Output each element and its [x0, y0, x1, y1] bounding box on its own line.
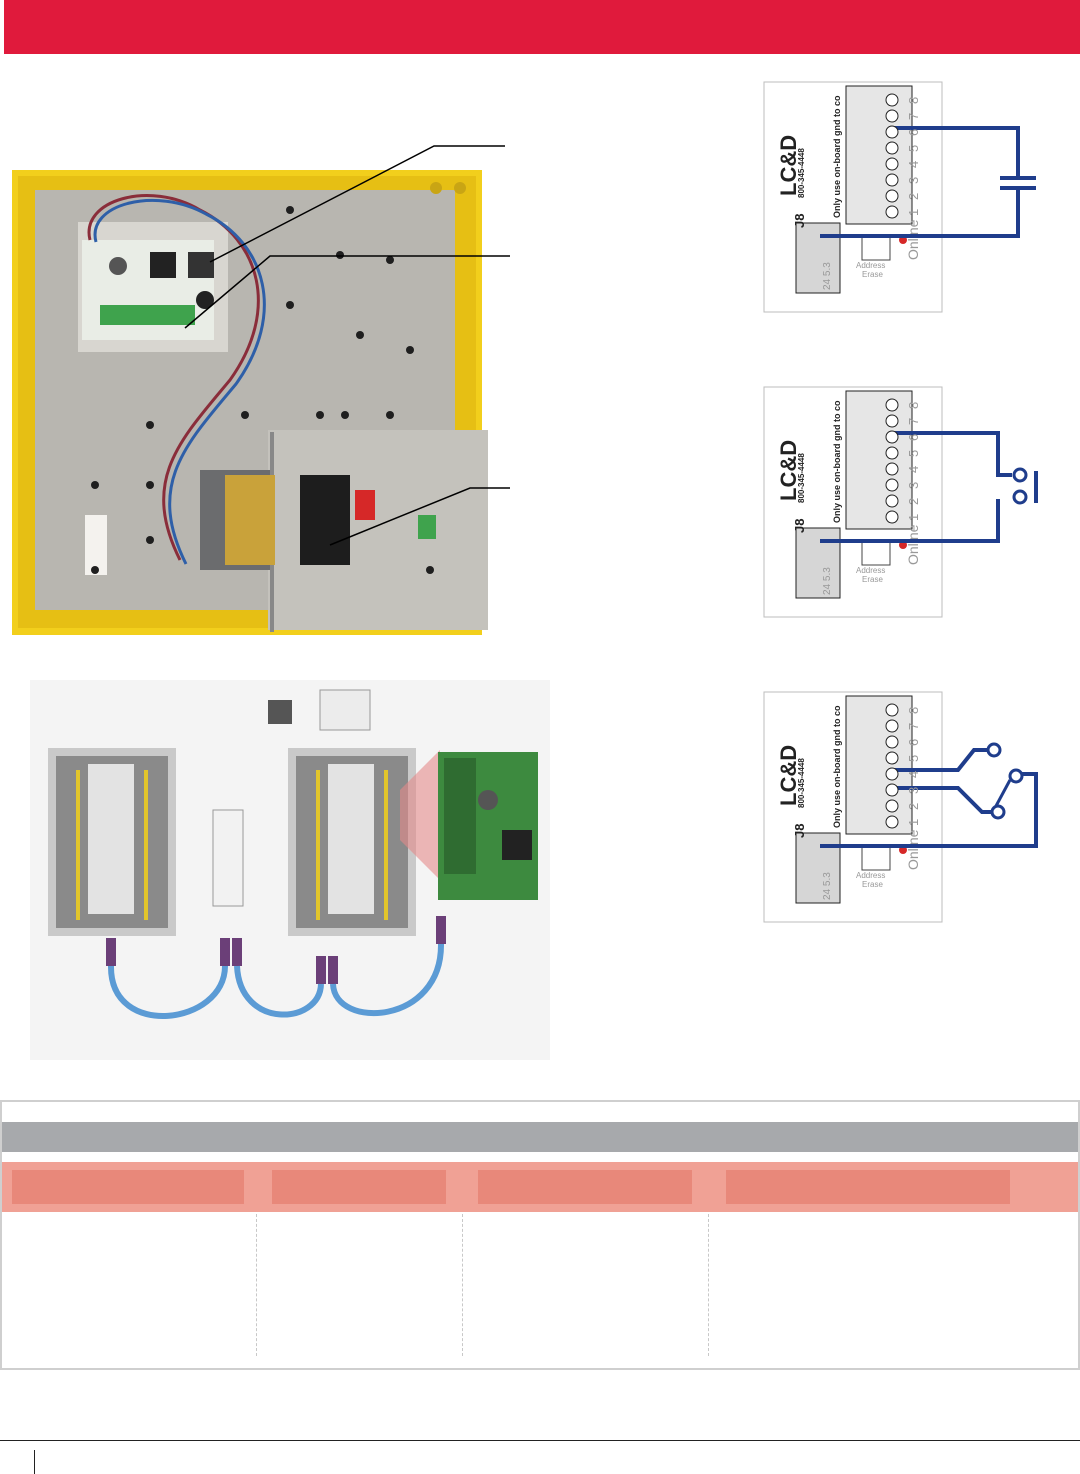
spec-table [0, 1100, 1080, 1370]
terminal-screw [885, 815, 899, 829]
enclosure-photo [12, 145, 510, 635]
network-illustration [30, 680, 550, 1060]
column-divider [462, 1214, 463, 1356]
terminal-number: 7 [906, 418, 921, 425]
terminal-screw [885, 125, 899, 139]
terminal-number: 8 [906, 707, 921, 714]
terminal-screw [885, 398, 899, 412]
terminal-screw [885, 783, 899, 797]
online-label: Online [905, 219, 921, 260]
terminal-diagram-1: LC&D 800-345-4448 Only use on-board gnd … [763, 81, 1036, 313]
terminal-screw [885, 157, 899, 171]
header-band [4, 0, 1080, 54]
terminal-number: 7 [906, 113, 921, 120]
table-title-band [2, 1122, 1078, 1152]
terminal-number: 7 [906, 723, 921, 730]
terminal-number: 4 [906, 771, 921, 778]
terminal-number: 6 [906, 739, 921, 746]
terminal-screw [885, 173, 899, 187]
brand-label: LC&D [776, 135, 801, 196]
terminal-screw [885, 414, 899, 428]
note-label: Only use on-board gnd to co [832, 400, 842, 523]
terminal-number: 3 [906, 482, 921, 489]
footer-divider [34, 1450, 35, 1474]
terminal-number: 6 [906, 434, 921, 441]
terminal-screw [885, 767, 899, 781]
terminal-number: 8 [906, 97, 921, 104]
terminal-number: 5 [906, 755, 921, 762]
terminal-number: 4 [906, 161, 921, 168]
terminal-screw [885, 751, 899, 765]
terminal-number: 8 [906, 402, 921, 409]
note-label: Only use on-board gnd to co [832, 705, 842, 828]
terminal-screw [885, 189, 899, 203]
column-header-4 [726, 1170, 1010, 1204]
terminal-diagram-3: LC&D 800-345-4448 Only use on-board gnd … [763, 691, 1038, 923]
j8-label: J8 [792, 519, 807, 533]
column-header-2 [272, 1170, 446, 1204]
terminal-screw [885, 141, 899, 155]
note-label: Only use on-board gnd to co [832, 95, 842, 218]
column-header-3 [478, 1170, 692, 1204]
brand-label: LC&D [776, 440, 801, 501]
terminal-screw [885, 462, 899, 476]
phone-label: 800-345-4448 [797, 148, 806, 198]
online-label: Online [905, 524, 921, 565]
terminal-screw [885, 719, 899, 733]
terminal-screw [885, 430, 899, 444]
j8-label: J8 [792, 214, 807, 228]
erase-label: Erase [862, 880, 883, 889]
column-divider [256, 1214, 257, 1356]
terminal-screw [885, 446, 899, 460]
terminal-screw [885, 93, 899, 107]
terminal-number: 4 [906, 466, 921, 473]
erase-label: Erase [862, 575, 883, 584]
terminal-number: 1 [906, 209, 921, 216]
terminal-number: 2 [906, 193, 921, 200]
address-label: Address [856, 261, 885, 270]
address-label: Address [856, 566, 885, 575]
terminal-diagram-2: LC&D 800-345-4448 Only use on-board gnd … [763, 386, 1038, 618]
terminal-number: 1 [906, 514, 921, 521]
side-terminal-label: 24 5.3 [822, 567, 833, 595]
erase-label: Erase [862, 270, 883, 279]
side-terminal-label: 24 5.3 [822, 262, 833, 290]
terminal-screw [885, 799, 899, 813]
online-label: Online [905, 829, 921, 870]
terminal-number: 5 [906, 145, 921, 152]
terminal-number: 2 [906, 498, 921, 505]
terminal-screw [885, 478, 899, 492]
table-header-band [2, 1162, 1078, 1212]
brand-label: LC&D [776, 745, 801, 806]
footer-rule [0, 1440, 1080, 1441]
terminal-screw [885, 735, 899, 749]
address-label: Address [856, 871, 885, 880]
terminal-screw [885, 205, 899, 219]
j8-label: J8 [792, 824, 807, 838]
side-terminal-label: 24 5.3 [822, 872, 833, 900]
terminal-number: 3 [906, 177, 921, 184]
column-header-1 [12, 1170, 244, 1204]
column-divider [708, 1214, 709, 1356]
terminal-screw [885, 510, 899, 524]
terminal-number: 3 [906, 787, 921, 794]
terminal-screw [885, 703, 899, 717]
phone-label: 800-345-4448 [797, 453, 806, 503]
phone-label: 800-345-4448 [797, 758, 806, 808]
terminal-number: 2 [906, 803, 921, 810]
terminal-number: 6 [906, 129, 921, 136]
terminal-screw [885, 494, 899, 508]
terminal-number: 1 [906, 819, 921, 826]
terminal-screw [885, 109, 899, 123]
terminal-number: 5 [906, 450, 921, 457]
